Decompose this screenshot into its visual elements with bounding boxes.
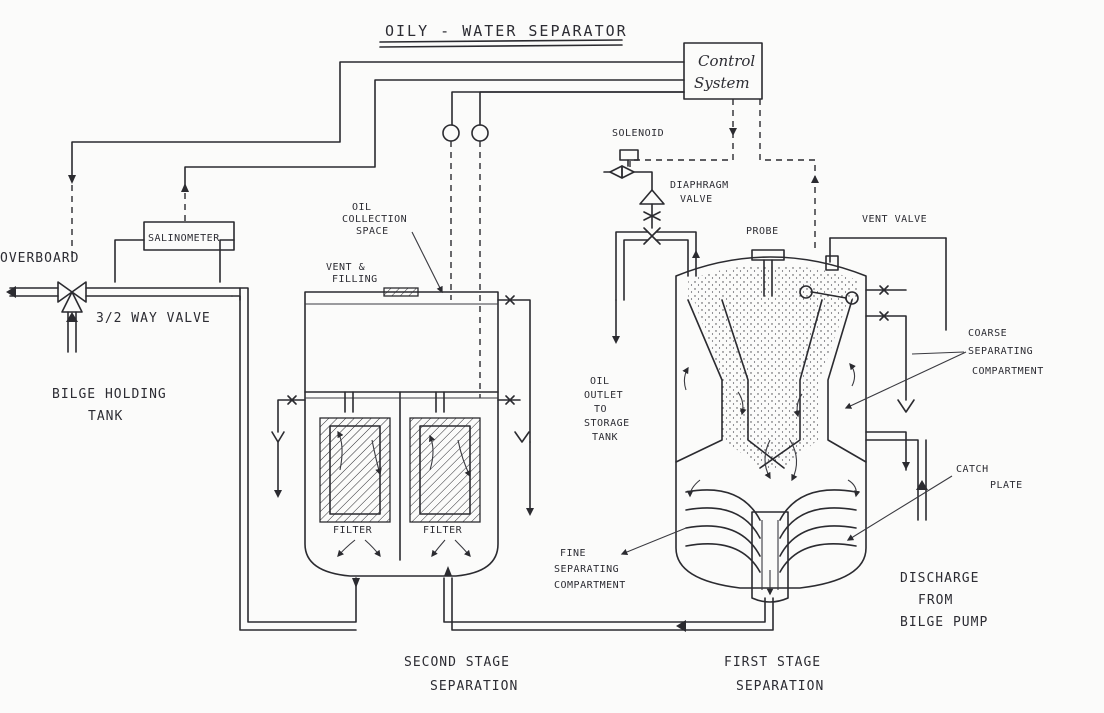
level-sensors [442,124,489,398]
diagram-title: OILY - WATER SEPARATOR [379,22,628,48]
second-stage-label-2: SEPARATION [430,679,518,694]
bilge-tank-label-1: BILGE HOLDING [52,387,167,402]
filter-left-label: FILTER [333,525,373,536]
solenoid-valve[interactable] [603,149,653,191]
discharge-label-1: DISCHARGE [900,571,979,586]
control-signal-lines [68,61,685,262]
control-system-label-1: Control [698,52,755,70]
control-system-label-2: System [694,74,750,92]
oil-outlet-label-4: STORAGE [584,418,630,429]
coarse-label-2: SEPARATING [968,346,1033,357]
discharge-label-2: FROM [918,593,953,608]
diaphragm-valve[interactable] [612,189,700,344]
vent-valve-label: VENT VALVE [862,214,927,225]
salinometer: SALINOMETER [114,221,235,283]
probe-label: PROBE [746,226,779,237]
filter-right-label: FILTER [423,525,463,536]
oil-outlet-label-1: OIL [590,376,610,387]
first-stage-piping[interactable] [865,285,928,521]
fine-label-2: SEPARATING [554,564,619,575]
oil-collection-label-2: COLLECTION [342,214,407,225]
second-stage-label-1: SECOND STAGE [404,655,510,670]
first-stage-label-1: FIRST STAGE [724,655,821,670]
first-stage-label-2: SEPARATION [736,679,824,694]
catch-plate-label-1: CATCH [956,464,989,475]
oil-collection-label-3: SPACE [356,226,389,237]
discharge-label-3: BILGE PUMP [900,615,988,630]
control-dashed-links [629,99,819,250]
diaphragm-valve-label-1: DIAPHRAGM [670,180,729,191]
clean-water-line [231,287,774,632]
overboard-label: OVERBOARD [0,251,79,266]
second-stage-valves[interactable] [271,295,534,516]
three-way-valve-label: 3/2 WAY VALVE [96,311,211,326]
control-system-box: Control System [683,42,763,100]
vent-filling-label-2: FILLING [332,274,378,285]
fine-label-3: COMPARTMENT [554,580,626,591]
title-text: OILY - WATER SEPARATOR [385,22,628,40]
oil-collection-label-1: OIL [352,202,372,213]
coarse-label-3: COMPARTMENT [972,366,1044,377]
fine-label-1: FINE [560,548,586,559]
vent-filling-label-1: VENT & [326,262,365,273]
solenoid-label: SOLENOID [612,128,664,139]
oil-outlet-label-3: TO [594,404,607,415]
oil-outlet-label-5: TANK [592,432,618,443]
first-stage-vessel [675,237,947,603]
second-stage-vessel: FILTER FILTER [304,287,499,577]
salinometer-label: SALINOMETER [148,233,220,244]
diaphragm-valve-label-2: VALVE [680,194,713,205]
bilge-tank-label-2: TANK [88,409,123,424]
coarse-label-1: COARSE [968,328,1007,339]
oil-outlet-label-2: OUTLET [584,390,623,401]
catch-plate-label-2: PLATE [990,480,1023,491]
